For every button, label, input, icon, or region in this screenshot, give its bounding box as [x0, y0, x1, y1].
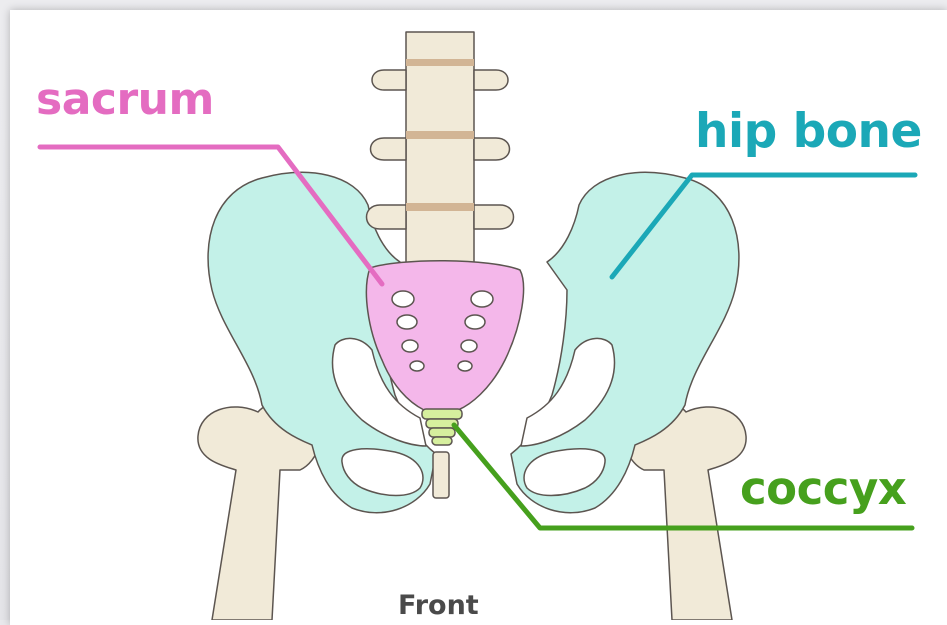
hip-bone-label: hip bone — [695, 104, 922, 159]
spine-column — [406, 32, 474, 272]
sacral-foramen — [471, 291, 493, 307]
intervertebral-disc-3 — [406, 203, 474, 211]
sacral-foramen — [392, 291, 414, 307]
intervertebral-disc-2 — [406, 131, 474, 139]
coccyx-label: coccyx — [740, 462, 906, 515]
sacral-foramen — [461, 340, 477, 352]
coccyx-segment — [432, 437, 452, 445]
sacral-foramen — [465, 315, 485, 329]
coccyx-segment — [422, 409, 462, 419]
pubic-symphysis — [433, 452, 449, 498]
sacral-foramen — [410, 361, 424, 371]
coccyx-segment — [429, 428, 455, 437]
sacral-foramen — [402, 340, 418, 352]
sacral-foramen — [397, 315, 417, 329]
sacral-foramen — [458, 361, 472, 371]
intervertebral-disc-1 — [406, 59, 474, 66]
view-caption: Front — [398, 590, 479, 621]
sacrum-label: sacrum — [36, 74, 214, 125]
